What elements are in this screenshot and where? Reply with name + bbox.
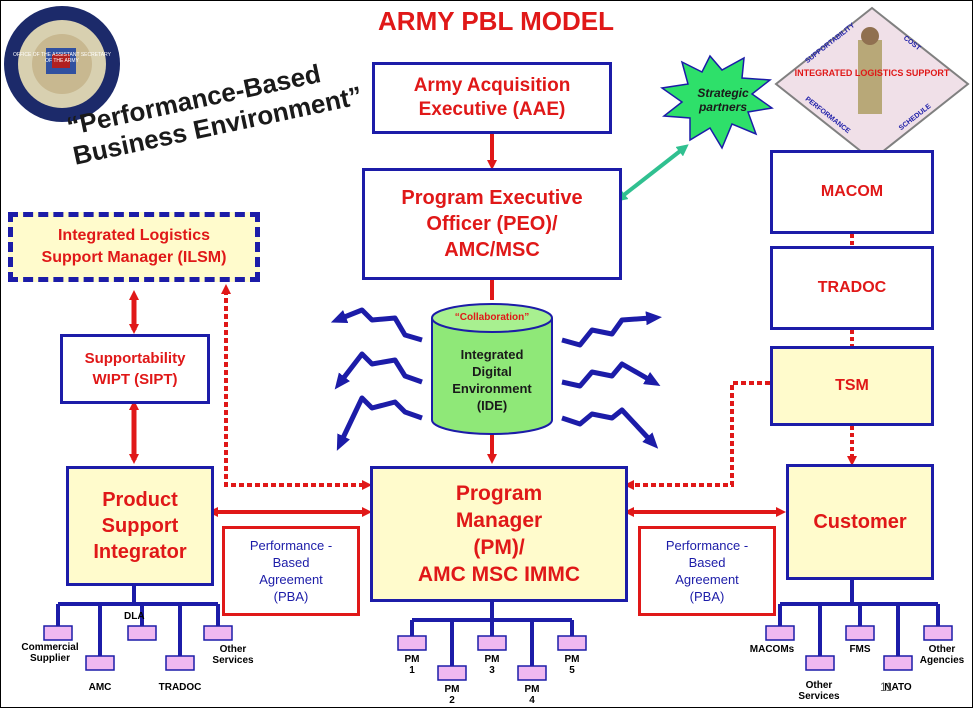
leaf-label: MACOMs [749,644,795,655]
strategic-partners-label: Strategic partners [697,86,749,114]
pba-left-box: Performance - Based Agreement (PBA) [222,526,360,616]
peo-strategic-arrow [615,144,689,202]
sipt-box: Supportability WIPT (SIPT) [60,334,210,404]
tsm-box: TSM [770,346,934,426]
ils-badge [774,6,970,162]
pba-right-box: Performance - Based Agreement (PBA) [638,526,776,616]
leaf-label: AMC [88,682,112,693]
aae-box: Army Acquisition Executive (AAE) [372,62,612,134]
leaf-label: PM 5 [564,654,580,676]
tsm-pm-dotted [624,381,770,490]
right-tree [778,580,940,656]
page-number: 11 [880,680,893,694]
leaf-label: PM 2 [444,684,460,706]
leaf-label: Other Agencies [919,644,965,666]
ide-cylinder [431,303,553,435]
peo-box: Program Executive Officer (PEO)/ AMC/MSC [362,168,622,280]
army-seal [4,6,120,122]
leaf-label: Other Services [212,644,254,666]
leaf-label: TRADOC [158,682,202,693]
leaf-label: Commercial Supplier [21,642,79,664]
psi-box: Product Support Integrator [66,466,214,586]
page-title: ARMY PBL MODEL [378,6,614,36]
leaf-label: Other Services [798,680,840,702]
ils-badge-center: INTEGRATED LOGISTICS SUPPORT [794,68,950,78]
customer-box: Customer [786,464,934,580]
lightning-arrows [330,307,662,451]
pm-tree [410,601,574,666]
leaf-label: NATO [884,682,912,693]
leaf-label: PM 3 [484,654,500,676]
pm-box: Program Manager (PM)/ AMC MSC IMMC [370,466,628,602]
ide-label: Integrated Digital Environment (IDE) [452,347,532,413]
tradoc-box: TRADOC [770,246,934,330]
leaf-label: DLA [124,611,145,622]
ide-collaboration-label: “Collaboration” [454,312,530,323]
strategic-partners-star [660,54,774,150]
leaf-label: PM 4 [524,684,540,706]
left-tree [56,585,220,656]
ilsm-box: Integrated Logistics Support Manager (IL… [8,212,260,282]
ilsm-pm-dotted [221,284,372,490]
macom-box: MACOM [770,150,934,234]
leaf-label: PM 1 [404,654,420,676]
leaf-boxes [43,625,953,681]
leaf-label: FMS [849,644,871,655]
seal-text: OFFICE OF THE ASSISTANT SECRETARY OF THE… [13,52,111,64]
